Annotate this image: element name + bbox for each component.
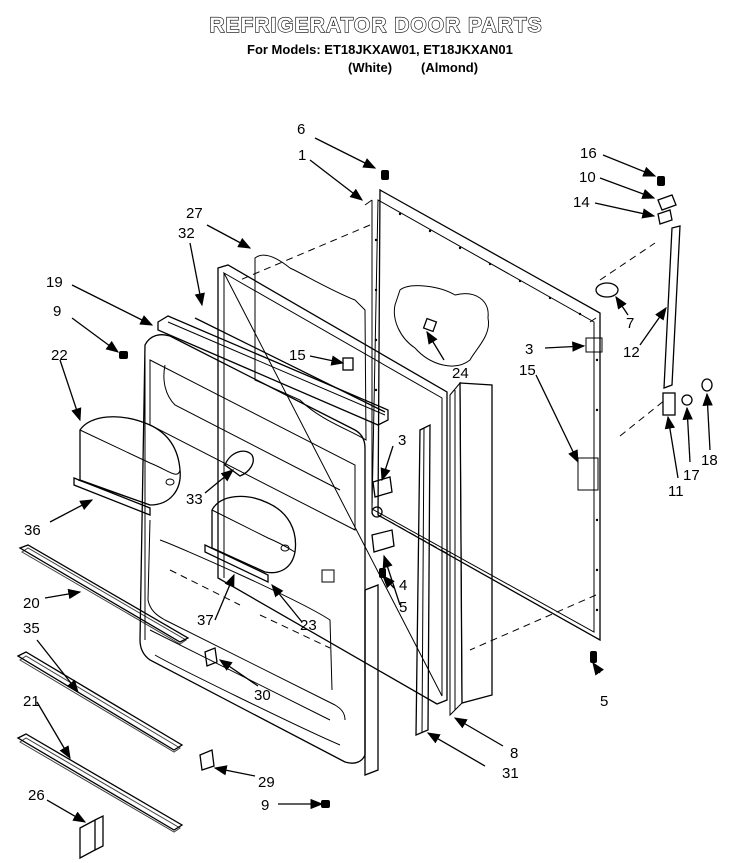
color-white-label: (White) xyxy=(348,60,393,75)
callout-37: 37 xyxy=(197,612,214,629)
callout-8: 8 xyxy=(510,745,518,762)
callout-35: 35 xyxy=(23,620,40,637)
door-bin-lower xyxy=(204,495,297,584)
outer-door-panel xyxy=(364,188,603,642)
models-line: For Models: ET18JKXAW01, ET18JKXAN01 xyxy=(247,42,513,57)
callout-14: 14 xyxy=(573,194,590,211)
screw-6 xyxy=(381,170,389,180)
callout-17: 17 xyxy=(683,467,700,484)
dairy-door-clip xyxy=(224,450,254,477)
callout-29: 29 xyxy=(258,774,275,791)
callout-16: 16 xyxy=(580,145,597,162)
plug-button-7 xyxy=(595,282,619,298)
callout-15-right: 15 xyxy=(519,362,536,379)
callout-26: 26 xyxy=(28,787,45,804)
handle-mount-11 xyxy=(662,392,676,416)
callout-9-lower: 9 xyxy=(261,797,269,814)
shelf-bar-21 xyxy=(16,733,184,833)
hinge-bracket-3-lower xyxy=(371,529,395,553)
inner-door-liner xyxy=(139,334,366,764)
hinge-bushing xyxy=(371,506,383,518)
door-bin-upper xyxy=(73,416,181,516)
screw-5-hinge xyxy=(379,568,386,578)
shelf-bracket-26 xyxy=(79,814,104,860)
leader-lines xyxy=(36,137,713,823)
callout-31: 31 xyxy=(502,765,519,782)
screw-9-lower xyxy=(321,800,330,808)
page-title: REFRIGERATOR DOOR PARTS xyxy=(209,13,543,37)
cap-18 xyxy=(701,378,713,392)
callout-15-inner: 15 xyxy=(289,347,306,364)
clip-15-inner xyxy=(342,357,354,371)
shelf-bar-20 xyxy=(18,544,190,645)
washer-17 xyxy=(681,394,693,406)
callout-4: 4 xyxy=(399,577,407,594)
liner-side-rail xyxy=(364,584,379,776)
breaker-insulation-panel xyxy=(254,254,367,441)
callout-11: 11 xyxy=(668,483,684,500)
callout-22: 22 xyxy=(51,347,68,364)
callout-19: 19 xyxy=(46,274,63,291)
callout-21: 21 xyxy=(23,693,40,710)
callout-36: 36 xyxy=(24,522,41,539)
callout-23: 23 xyxy=(300,617,317,634)
door-foam-insulation xyxy=(449,381,493,717)
insulation-patch xyxy=(393,285,490,367)
shelf-end-cap-29 xyxy=(199,749,215,771)
door-liner-frame xyxy=(217,264,448,705)
callout-5-lower: 5 xyxy=(600,693,608,710)
callout-20: 20 xyxy=(23,595,40,612)
callout-10: 10 xyxy=(579,169,596,186)
callout-9-upper: 9 xyxy=(53,303,61,320)
callout-24: 24 xyxy=(452,365,469,382)
screw-9-upper xyxy=(119,351,128,359)
retainer-strip xyxy=(194,317,386,413)
callout-30: 30 xyxy=(254,687,271,704)
callout-5-hinge: 5 xyxy=(399,599,407,616)
callout-33: 33 xyxy=(186,491,203,508)
door-handle-12 xyxy=(657,194,681,389)
callout-3-right: 3 xyxy=(525,341,533,358)
shelf-end-cap-30 xyxy=(204,647,218,667)
callout-32: 32 xyxy=(178,225,195,242)
callout-7: 7 xyxy=(626,315,634,332)
callout-3-center: 3 xyxy=(398,432,406,449)
callout-27: 27 xyxy=(186,205,203,222)
callout-12: 12 xyxy=(623,344,640,361)
door-plug-square xyxy=(422,317,438,333)
screw-16 xyxy=(657,176,665,186)
liner-top-rail xyxy=(157,315,389,426)
callout-6: 6 xyxy=(297,121,305,138)
door-gasket-strip xyxy=(415,423,431,736)
screw-5-lower xyxy=(590,651,597,663)
color-almond-label: (Almond) xyxy=(421,60,479,75)
shelf-bar-35 xyxy=(16,651,184,753)
callout-1: 1 xyxy=(298,147,306,164)
callout-18: 18 xyxy=(701,452,718,469)
